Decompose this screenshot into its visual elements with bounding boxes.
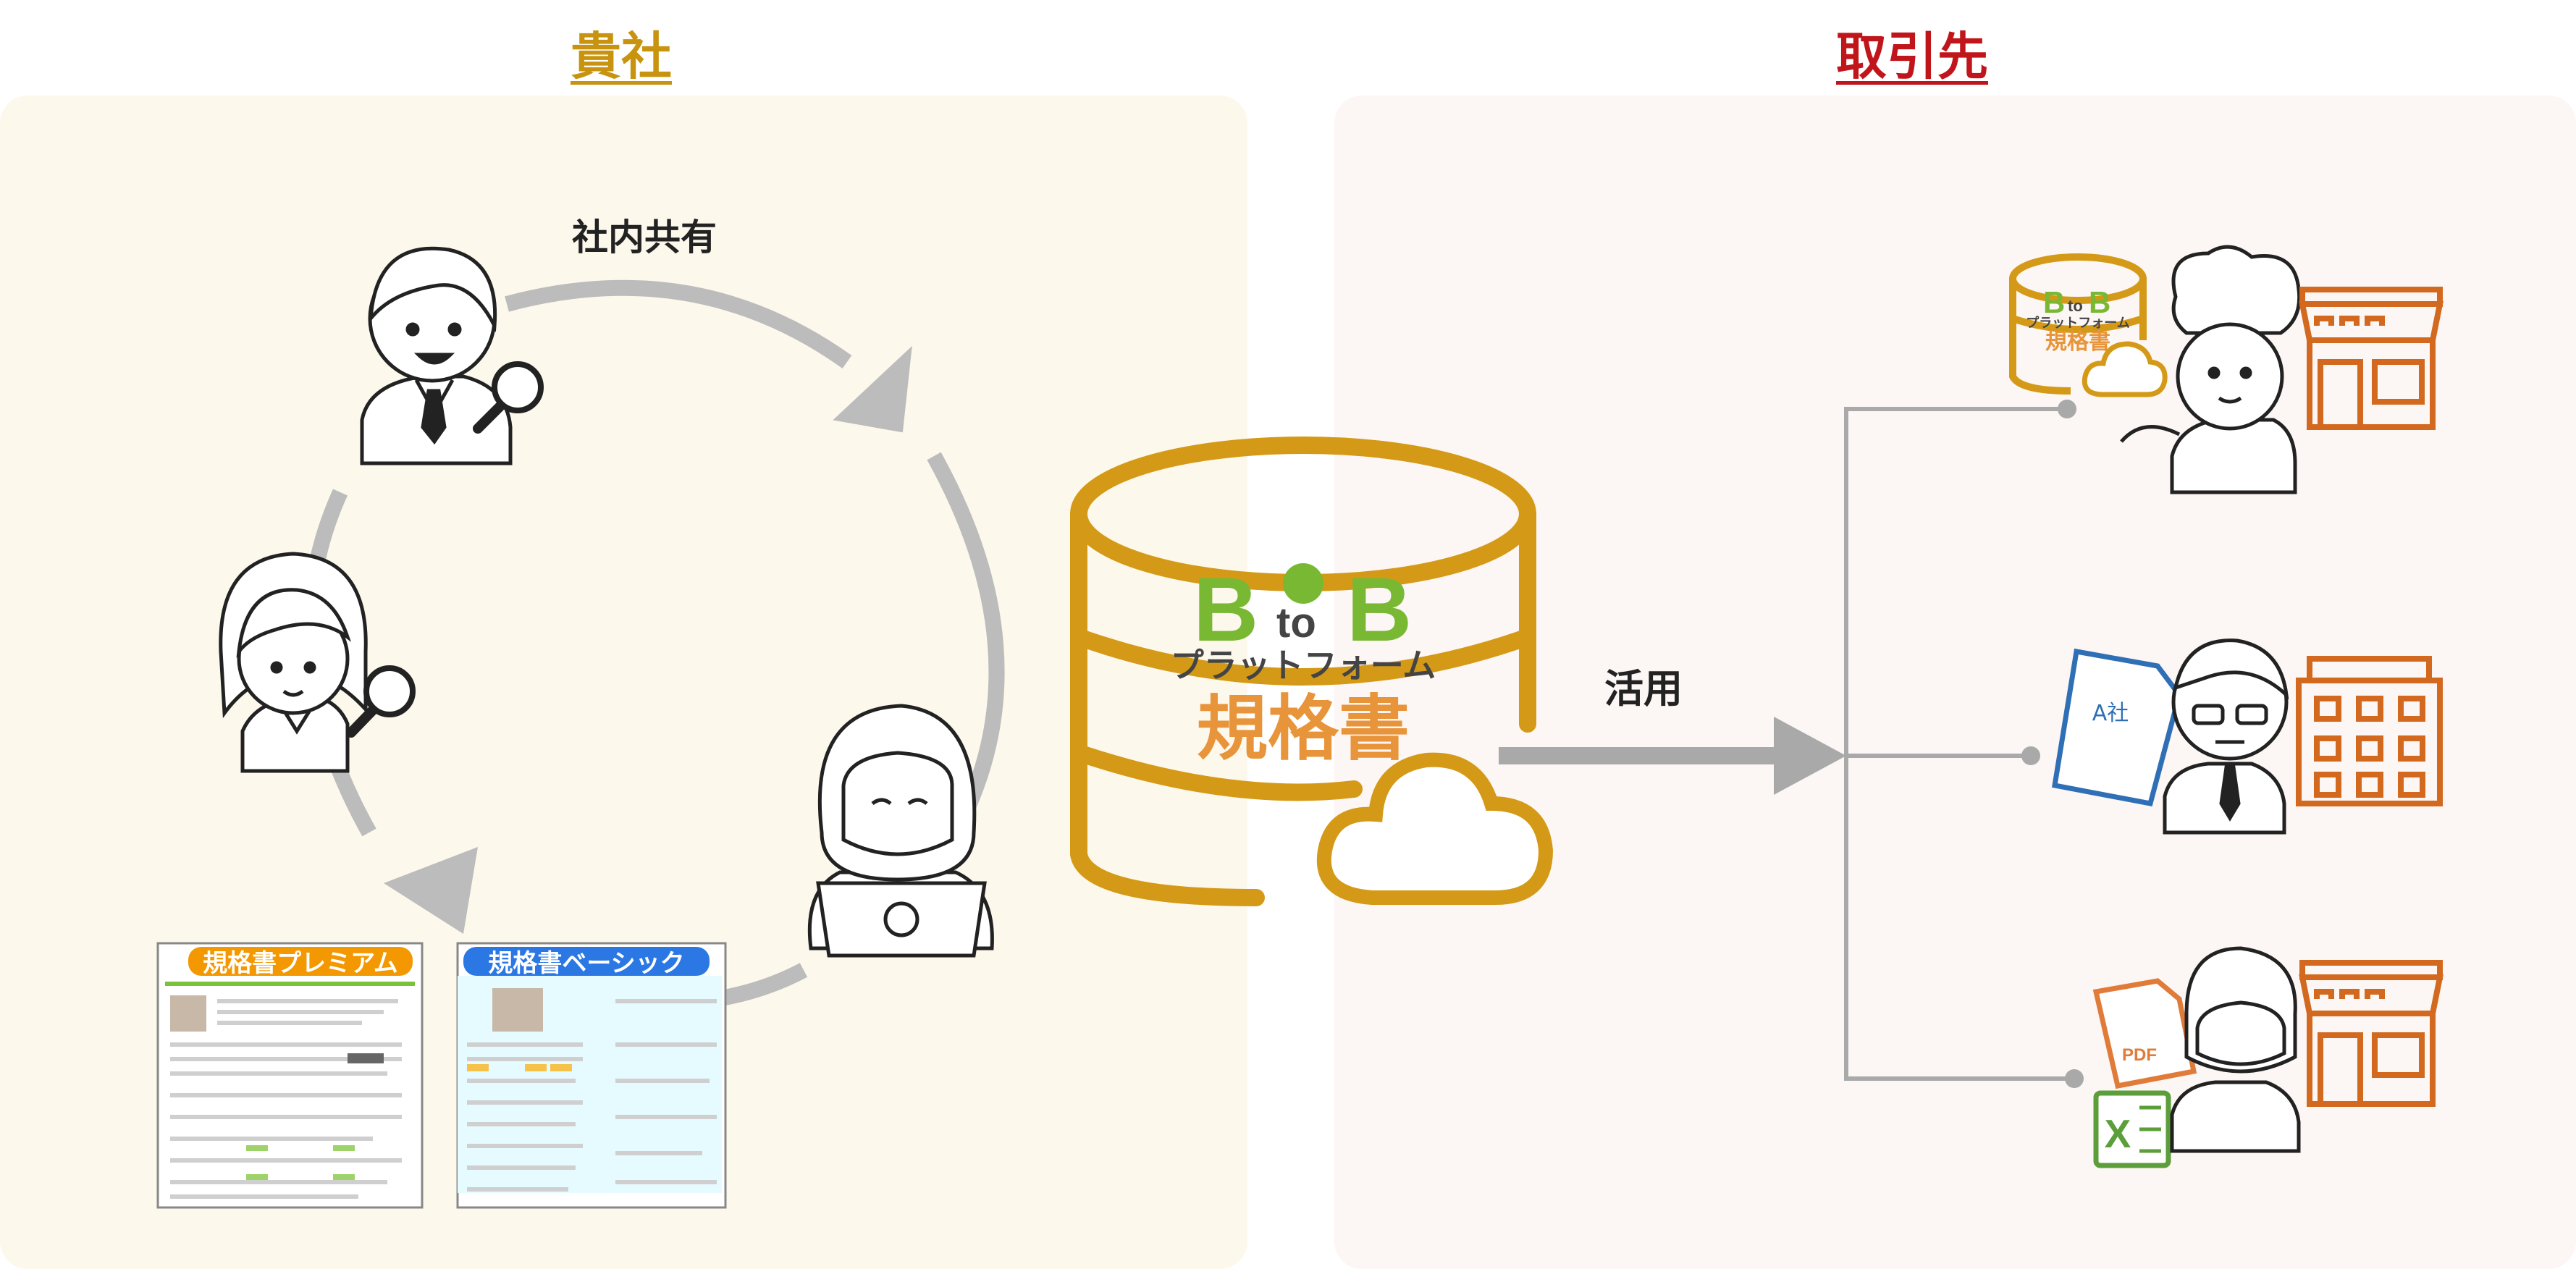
svg-text:to: to	[2068, 297, 2083, 315]
pdf-file-icon: PDF	[2092, 978, 2197, 1089]
branch-dot	[2058, 400, 2076, 418]
spec-doc-basic: 規格書ベーシック	[456, 942, 727, 1209]
spec-doc-premium: 規格書プレミアム	[156, 942, 424, 1209]
branch-dot	[2021, 746, 2040, 765]
usage-arrow	[1499, 717, 1846, 795]
building-icon	[2296, 656, 2443, 806]
partner-title: 取引先	[1836, 27, 1988, 86]
cycle-label: 社内共有	[572, 216, 717, 258]
company-doc-icon: A社	[2051, 648, 2182, 807]
company-title: 貴社	[571, 27, 672, 86]
svg-text:規格書: 規格書	[2045, 329, 2110, 355]
staff-woman-avatar	[219, 552, 368, 773]
svg-text:to: to	[1276, 599, 1316, 646]
cycle-arrow-right	[927, 452, 1005, 822]
svg-text:B: B	[2043, 285, 2065, 319]
svg-text:プラットフォーム: プラットフォーム	[2026, 315, 2129, 331]
mini-database-icon	[2009, 253, 2147, 395]
branch-dot	[2065, 1069, 2084, 1088]
svg-text:プラットフォーム: プラットフォーム	[1171, 646, 1436, 685]
premium-doc-label: 規格書プレミアム	[203, 949, 398, 978]
cycle-arrowhead-bottom	[384, 847, 478, 934]
cycle-arrowhead-top	[833, 345, 912, 433]
basic-doc-label: 規格書ベーシック	[488, 949, 684, 978]
svg-text:B: B	[1193, 560, 1258, 660]
hygiene-worker-avatar	[2170, 946, 2301, 1153]
btob-logo: B to B プラットフォーム 規格書	[1171, 560, 1436, 770]
cycle-arrow-top	[505, 279, 852, 368]
cloud-icon	[1316, 752, 1554, 905]
svg-text:X: X	[2105, 1111, 2131, 1156]
svg-text:PDF: PDF	[2122, 1045, 2157, 1065]
svg-text:規格書: 規格書	[1197, 688, 1410, 770]
staff-man-avatar	[360, 246, 513, 465]
svg-text:B: B	[2089, 285, 2110, 319]
mini-cloud-icon	[2082, 341, 2168, 397]
shop-icon	[2299, 960, 2444, 1107]
shop-icon	[2299, 287, 2444, 430]
mini-btob-logo: B to B プラットフォーム 規格書	[2026, 285, 2129, 355]
chef-avatar	[2120, 245, 2302, 494]
magnifier-icon	[346, 665, 416, 738]
factory-worker-avatar	[807, 704, 994, 958]
svg-text:B: B	[1347, 560, 1412, 660]
branch-connectors	[1844, 407, 2074, 1081]
manager-avatar	[2163, 638, 2289, 835]
company-doc-label: A社	[2092, 701, 2129, 726]
usage-label: 活用	[1604, 666, 1683, 712]
magnifier-icon	[473, 361, 544, 434]
excel-file-icon: X	[2093, 1090, 2171, 1168]
